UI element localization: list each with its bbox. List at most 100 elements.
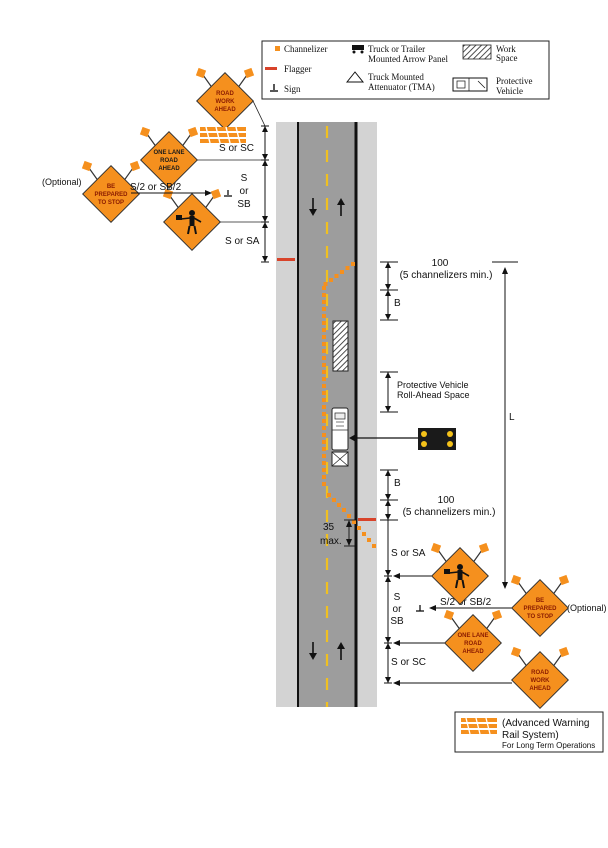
taper-35: 35 bbox=[323, 522, 335, 533]
channelizer bbox=[322, 475, 326, 479]
channelizer bbox=[322, 433, 326, 437]
channelizer bbox=[322, 384, 326, 388]
top-100: 100 bbox=[432, 258, 449, 269]
channelizer bbox=[322, 314, 326, 318]
rwa-top-leader bbox=[252, 100, 266, 127]
channelizer bbox=[327, 493, 331, 497]
direction-arrow-down-top bbox=[309, 198, 317, 216]
sign-one-lane-road-ahead-bottom: ONE LANE ROAD AHEAD bbox=[443, 609, 503, 672]
channelizer bbox=[322, 391, 326, 395]
channelizer bbox=[352, 520, 356, 524]
legend-protective-1: Protective bbox=[496, 76, 533, 86]
sign-be-prepared-to-stop-bottom: BE PREPARED TO STOP bbox=[510, 574, 570, 637]
channelizer bbox=[322, 398, 326, 402]
olra-bottom-line-2: ROAD bbox=[464, 641, 482, 647]
flagger-mark-top bbox=[277, 258, 295, 261]
channelizer bbox=[322, 440, 326, 444]
channelizer bbox=[340, 270, 344, 274]
channelizer bbox=[322, 328, 326, 332]
bottom-100: 100 bbox=[438, 495, 455, 506]
sign-be-prepared-to-stop-top: BE PREPARED TO STOP bbox=[81, 160, 141, 223]
top-channelizers-min: (5 channelizers min.) bbox=[400, 270, 493, 281]
channelizer bbox=[332, 498, 336, 502]
bpts-bottom-line-2: PREPARED bbox=[524, 606, 558, 612]
top-or: or bbox=[240, 186, 250, 197]
bottom-optional-label: (Optional) bbox=[567, 603, 607, 613]
channelizer bbox=[322, 307, 326, 311]
channelizer bbox=[322, 405, 326, 409]
legend-channelizer: Channelizer bbox=[284, 44, 327, 54]
legend-work-space-2: Space bbox=[496, 53, 518, 63]
channelizer bbox=[322, 419, 326, 423]
bottom-s: S bbox=[394, 592, 401, 603]
bpts-top-line-3: TO STOP bbox=[98, 200, 124, 206]
b-bottom: B bbox=[394, 478, 401, 489]
awr-line-3: For Long Term Operations bbox=[502, 741, 595, 750]
channelizer bbox=[322, 468, 326, 472]
work-space-hatch bbox=[332, 320, 349, 372]
bottom-or: or bbox=[393, 604, 403, 615]
rwa-top-line-2: WORK bbox=[216, 99, 236, 105]
top-s-or-sc: S or SC bbox=[219, 143, 254, 154]
direction-arrow-down-bottom bbox=[309, 642, 317, 660]
bottom-sb: SB bbox=[390, 616, 404, 627]
legend-flagger: Flagger bbox=[284, 64, 312, 74]
rwa-bottom-line-3: AHEAD bbox=[529, 686, 551, 692]
legend-arrow-panel-1: Truck or Trailer bbox=[368, 44, 425, 54]
s2-leader-top bbox=[131, 190, 232, 197]
channelizer bbox=[322, 342, 326, 346]
olra-top-line-2: ROAD bbox=[160, 158, 178, 164]
bottom-channelizers-min: (5 channelizers min.) bbox=[403, 507, 496, 518]
taper-max: max. bbox=[320, 536, 342, 547]
rwa-bottom-line-2: WORK bbox=[531, 678, 551, 684]
left-shoulder bbox=[276, 122, 297, 707]
channelizers bbox=[322, 262, 376, 548]
b-top: B bbox=[394, 298, 401, 309]
legend-arrow-panel-2: Mounted Arrow Panel bbox=[368, 54, 448, 64]
bpts-bottom-line-3: TO STOP bbox=[527, 614, 553, 620]
top-optional-label: (Optional) bbox=[42, 177, 82, 187]
channelizer bbox=[322, 349, 326, 353]
channelizer bbox=[322, 454, 326, 458]
channelizer bbox=[345, 266, 350, 270]
legend-work-space-1: Work bbox=[496, 44, 516, 54]
legend-protective-2: Vehicle bbox=[496, 86, 523, 96]
sign-one-lane-road-ahead-top: ONE LANE ROAD AHEAD bbox=[139, 126, 199, 189]
channelizer bbox=[337, 503, 341, 507]
channelizer bbox=[322, 461, 326, 465]
legend-sign-icon bbox=[270, 84, 278, 92]
top-sb: SB bbox=[237, 199, 251, 210]
top-s-or-sa: S or SA bbox=[225, 236, 260, 247]
legend-tma-2: Attenuator (TMA) bbox=[368, 82, 435, 92]
channelizer bbox=[322, 321, 326, 325]
olra-top-line-1: ONE LANE bbox=[153, 150, 184, 156]
legend-arrow-panel-icon bbox=[352, 45, 364, 54]
advance-warning-rail-top bbox=[200, 126, 246, 144]
protective-vehicle bbox=[331, 407, 349, 467]
rollahead-line-2: Roll-Ahead Space bbox=[397, 390, 470, 400]
channelizer bbox=[322, 335, 326, 339]
channelizer bbox=[372, 544, 376, 548]
channelizer bbox=[342, 508, 346, 512]
length-l: L bbox=[509, 412, 515, 423]
right-dimensions bbox=[380, 261, 518, 588]
olra-bottom-line-1: ONE LANE bbox=[457, 633, 488, 639]
channelizer bbox=[347, 514, 351, 518]
awr-legend: (Advanced Warning Rail System) For Long … bbox=[454, 711, 604, 753]
channelizer bbox=[351, 262, 355, 266]
taper-dimension bbox=[344, 519, 356, 547]
flagger-symbol-icon bbox=[176, 210, 202, 235]
channelizer bbox=[322, 447, 326, 451]
channelizer bbox=[323, 282, 328, 286]
bottom-dimensions bbox=[384, 520, 512, 686]
channelizer bbox=[322, 370, 326, 374]
right-dimension-arrowheads bbox=[385, 262, 508, 589]
roadway bbox=[276, 122, 377, 707]
olra-top-line-3: AHEAD bbox=[158, 166, 180, 172]
olra-bottom-line-3: AHEAD bbox=[462, 649, 484, 655]
channelizer bbox=[322, 356, 326, 360]
rollahead-line-1: Protective Vehicle bbox=[397, 380, 469, 390]
legend-protective-vehicle-icon bbox=[452, 77, 488, 92]
direction-arrow-up-bottom bbox=[337, 642, 345, 660]
